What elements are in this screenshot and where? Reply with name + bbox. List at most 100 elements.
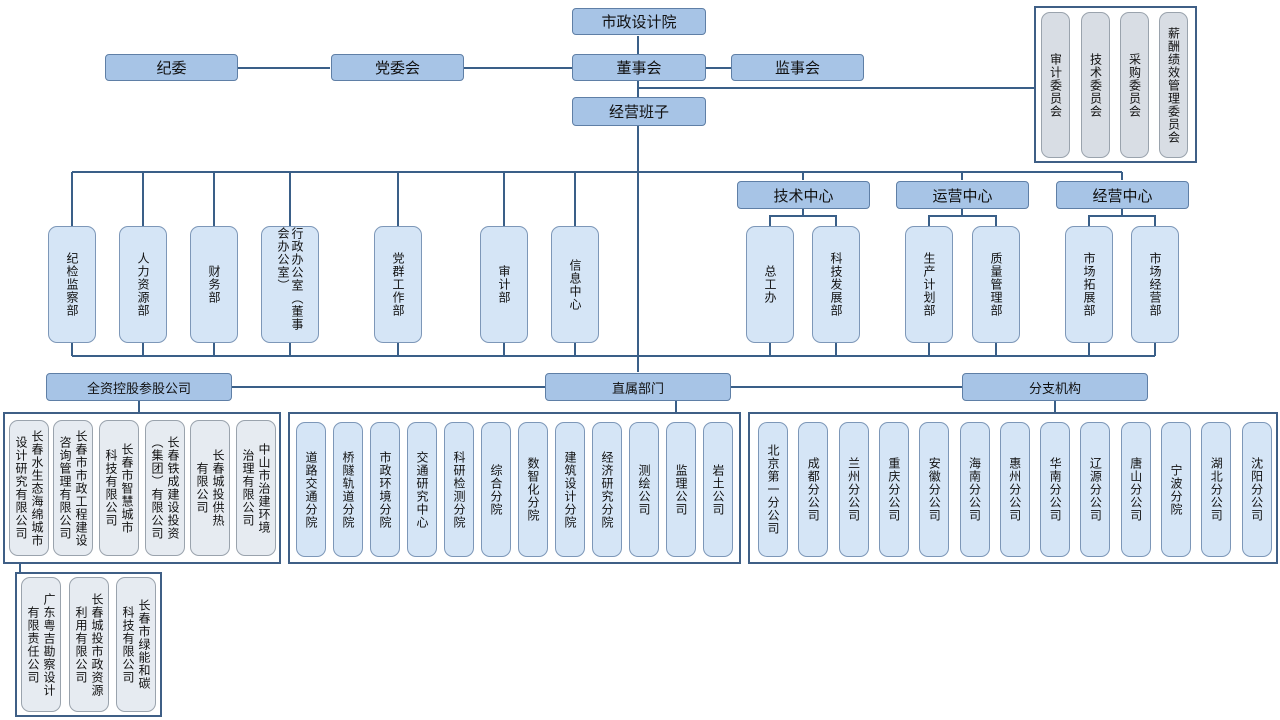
ops-center-node: 运营中心	[896, 181, 1029, 209]
branch-4-text-0: 安徽分公司	[927, 457, 942, 522]
committee-audit: 审计委员会	[1041, 12, 1070, 158]
branch-9: 唐山分公司	[1120, 422, 1151, 557]
committee-procurement: 采购委员会	[1120, 12, 1149, 158]
branch-7: 华南分公司	[1040, 422, 1071, 557]
direct-unit-2: 市政环境分院	[370, 422, 400, 557]
subsidiary-0-text-1: 设计研究有限公司	[14, 436, 28, 540]
direct-unit-10: 监理公司	[666, 422, 696, 557]
subsidiary-3: 长春铁成建设投资（集团）有限公司	[145, 420, 185, 556]
subsidiary-4-text-1: 有限公司	[195, 462, 209, 514]
direct-unit-4-text-0: 科研检测分院	[452, 450, 466, 529]
subsidiary-4: 长春城投供热有限公司	[190, 420, 230, 556]
board-node: 董事会	[572, 54, 706, 81]
direct-unit-5: 综合分院	[481, 422, 511, 557]
subsidiary2-1-text-0: 长春城投市政资源	[90, 592, 104, 697]
branch-12: 沈阳分公司	[1241, 422, 1272, 557]
branches-frame	[748, 412, 1278, 564]
branch-6-text-0: 惠州分公司	[1007, 457, 1022, 522]
committee-compensation: 薪酬绩效管理委员会	[1159, 12, 1188, 158]
subsidiary-5: 中山市治建环境治理有限公司	[236, 420, 276, 556]
branch-4: 安徽分公司	[919, 422, 950, 557]
branch-11-text-0: 湖北分公司	[1209, 457, 1224, 522]
subsidiaries2-frame	[15, 572, 162, 717]
branch-10-text-0: 宁波分院	[1169, 463, 1183, 516]
dept-party-work: 党群工作部	[374, 226, 422, 343]
subsidiary-4-text-0: 长春城投供热	[211, 449, 225, 527]
subsidiary2-0-text-0: 广东粤吉勘察设计	[42, 592, 56, 697]
dept-audit: 审计部	[480, 226, 528, 343]
direct-unit-3-text-0: 交通研究中心	[415, 450, 429, 529]
direct-unit-9: 测绘公司	[629, 422, 659, 557]
branch-8: 辽源分公司	[1080, 422, 1111, 557]
direct-units-frame	[288, 412, 741, 564]
subsidiary-0-text-0: 长春水生态海绵城市	[30, 429, 44, 547]
tech-center-node: 技术中心	[737, 181, 870, 209]
direct-unit-5-text-0: 综合分院	[489, 463, 503, 516]
direct-unit-0: 道路交通分院	[296, 422, 326, 557]
branch-9-text-0: 唐山分公司	[1128, 457, 1143, 522]
branch-2-text-0: 兰州分公司	[846, 457, 861, 522]
branch-5: 海南分公司	[959, 422, 990, 557]
subsidiary-5-text-1: 治理有限公司	[241, 449, 255, 527]
branch-3-text-0: 重庆分公司	[886, 457, 901, 522]
group-direct: 直属部门	[545, 373, 731, 401]
direct-unit-1: 桥隧轨道分院	[333, 422, 363, 557]
discipline-committee-node: 纪委	[105, 54, 238, 81]
branch-11: 湖北分公司	[1201, 422, 1232, 557]
subsidiary-2: 长春市智慧城市科技有限公司	[99, 420, 139, 556]
dept-finance: 财务部	[190, 226, 238, 343]
subsidiary-0: 长春水生态海绵城市设计研究有限公司	[9, 420, 49, 556]
subsidiary2-1: 长春城投市政资源利用有限公司	[69, 577, 109, 712]
subsidiary-2-text-1: 科技有限公司	[104, 449, 118, 527]
dept-chief-engineer: 总工办	[746, 226, 794, 343]
direct-unit-2-text-0: 市政环境分院	[378, 450, 392, 529]
subsidiary2-2: 长春市绿能和碳科技有限公司	[116, 577, 156, 712]
direct-unit-6: 数智化分院	[518, 422, 548, 557]
branch-0-text-0: 北京第一分公司	[766, 444, 780, 535]
direct-unit-1-text-0: 桥隧轨道分院	[341, 450, 355, 529]
biz-center-node: 经营中心	[1056, 181, 1189, 209]
branch-12-text-0: 沈阳分公司	[1249, 457, 1264, 522]
branch-1: 成都分公司	[798, 422, 829, 557]
subsidiary2-0-text-1: 有限责任公司	[26, 605, 40, 684]
direct-unit-11-text-0: 岩土公司	[711, 463, 725, 516]
direct-unit-6-text-0: 数智化分院	[526, 457, 540, 522]
direct-unit-0-text-0: 道路交通分院	[304, 450, 318, 529]
direct-unit-4: 科研检测分院	[444, 422, 474, 557]
subsidiary-1-text-0: 长春市市政工程建设	[74, 429, 88, 547]
branch-2: 兰州分公司	[838, 422, 869, 557]
branch-7-text-0: 华南分公司	[1048, 457, 1063, 522]
dept-market-expand: 市场拓展部	[1065, 226, 1113, 343]
dept-info-center: 信息中心	[551, 226, 599, 343]
subsidiary2-0: 广东粤吉勘察设计有限责任公司	[21, 577, 61, 712]
root-node: 市政设计院	[572, 8, 706, 35]
dept-quality: 质量管理部	[972, 226, 1020, 343]
direct-unit-9-text-0: 测绘公司	[637, 463, 651, 516]
direct-unit-7-text-0: 建筑设计分院	[563, 450, 577, 529]
branch-6: 惠州分公司	[999, 422, 1030, 557]
subsidiary-1: 长春市市政工程建设咨询管理有限公司	[53, 420, 93, 556]
subsidiary2-2-text-1: 科技有限公司	[121, 605, 135, 684]
management-node: 经营班子	[572, 97, 706, 126]
branch-3: 重庆分公司	[878, 422, 909, 557]
subsidiaries-frame	[3, 412, 281, 564]
supervisors-node: 监事会	[731, 54, 864, 81]
branch-5-text-0: 海南分公司	[967, 457, 982, 522]
branch-1-text-0: 成都分公司	[806, 457, 821, 522]
direct-unit-3: 交通研究中心	[407, 422, 437, 557]
subsidiary2-1-text-1: 利用有限公司	[74, 605, 88, 684]
subsidiary-3-text-0: 长春铁成建设投资	[166, 436, 180, 540]
direct-unit-8-text-0: 经济研究分院	[600, 450, 614, 529]
committees-frame	[1034, 6, 1197, 163]
party-committee-node: 党委会	[331, 54, 464, 81]
dept-admin-office: 行政办公室（董事会办公室）	[261, 226, 319, 343]
committee-tech: 技术委员会	[1081, 12, 1110, 158]
dept-hr: 人力资源部	[119, 226, 167, 343]
subsidiary-3-text-1: （集团）有限公司	[150, 436, 164, 540]
branch-0: 北京第一分公司	[758, 422, 788, 557]
dept-market-ops: 市场经营部	[1131, 226, 1179, 343]
subsidiary-5-text-0: 中山市治建环境	[257, 442, 271, 534]
group-subsidiaries: 全资控股参股公司	[46, 373, 232, 401]
dept-production-plan: 生产计划部	[905, 226, 953, 343]
